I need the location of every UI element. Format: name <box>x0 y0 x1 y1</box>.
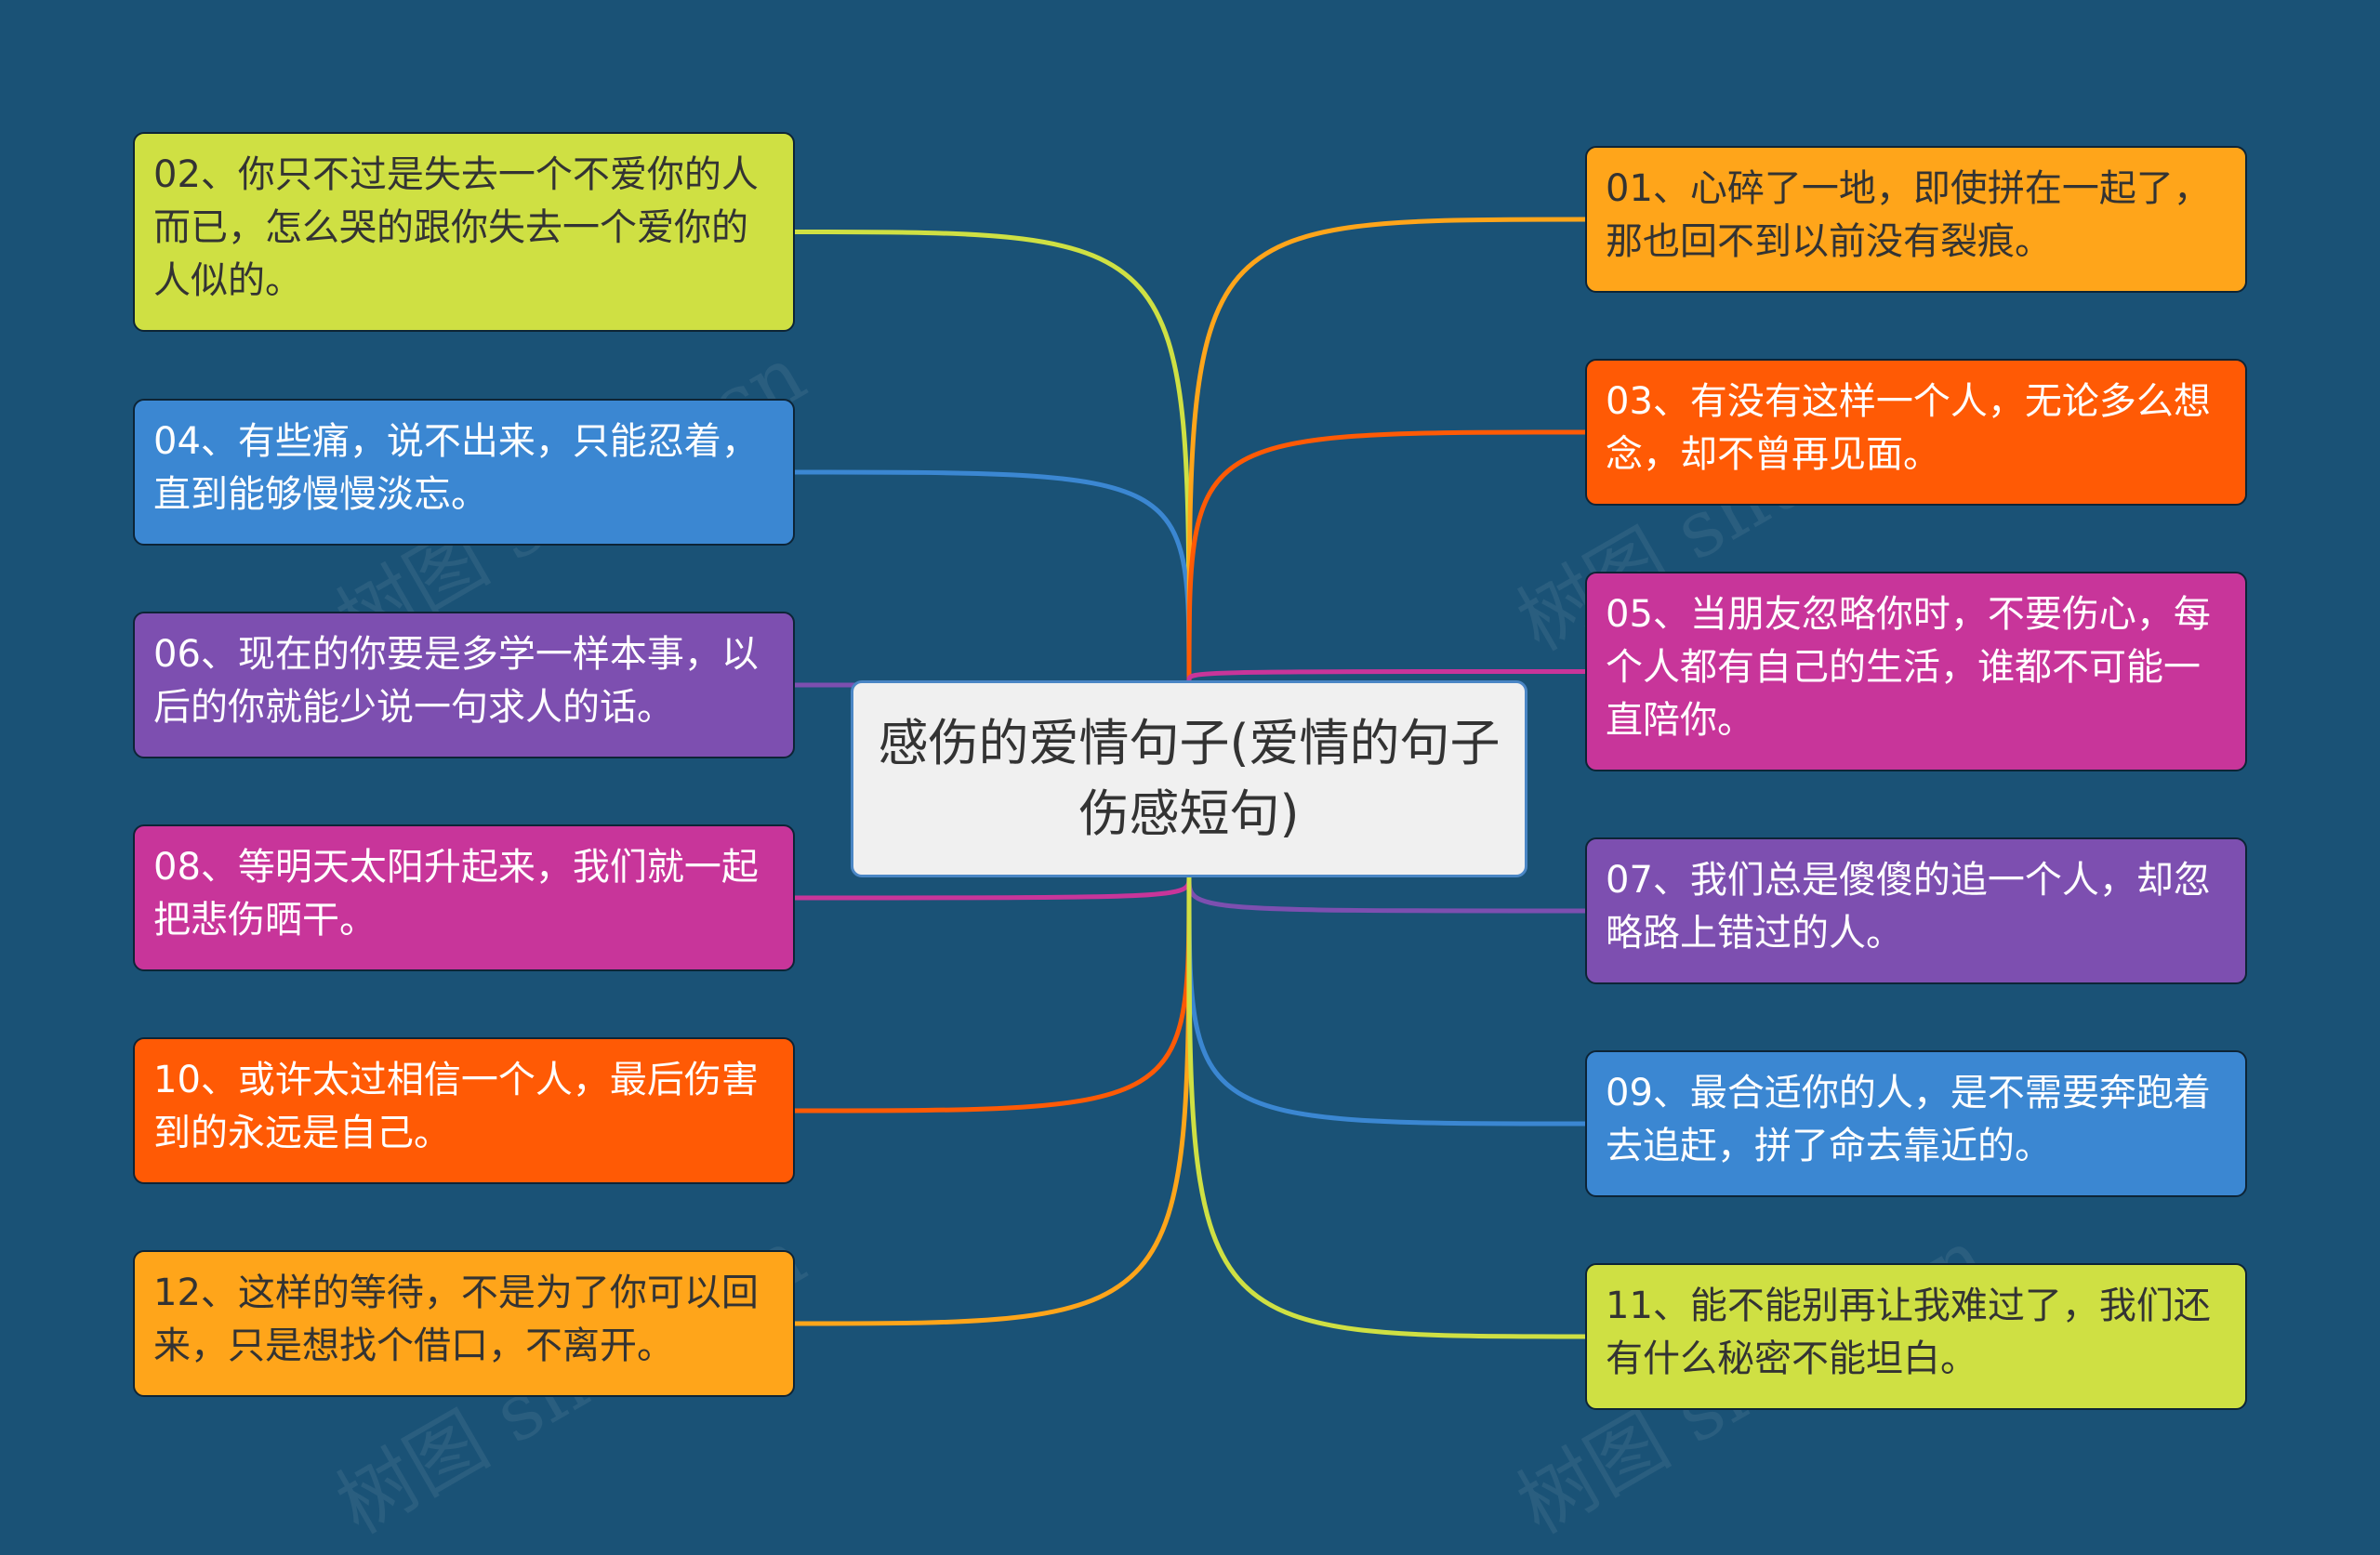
topic-text: 12、这样的等待，不是为了你可以回来，只是想找个借口，不离开。 <box>153 1272 759 1367</box>
connector-line <box>1186 876 1586 1127</box>
topic-text: 04、有些痛，说不出来，只能忍着，直到能够慢慢淡忘。 <box>153 420 759 516</box>
connector-line <box>1186 669 1586 681</box>
topic-node-09[interactable]: 09、最合适你的人，是不需要奔跑着去追赶，拼了命去靠近的。 <box>1585 1050 2247 1197</box>
topic-node-10[interactable]: 10、或许太过相信一个人，最后伤害到的永远是自己。 <box>133 1037 795 1184</box>
topic-text: 01、心碎了一地，即使拼在一起了，那也回不到以前没有裂痕。 <box>1606 167 2211 263</box>
topic-node-07[interactable]: 07、我们总是傻傻的追一个人，却忽略路上错过的人。 <box>1585 837 2247 984</box>
central-topic[interactable]: 感伤的爱情句子(爱情的句子伤感短句) <box>851 680 1527 877</box>
central-topic-text: 感伤的爱情句子(爱情的句子伤感短句) <box>878 714 1501 843</box>
topic-text: 10、或许太过相信一个人，最后伤害到的永远是自己。 <box>153 1059 759 1154</box>
connector-line <box>1186 876 1586 1339</box>
topic-text: 07、我们总是傻傻的追一个人，却忽略路上错过的人。 <box>1606 859 2211 955</box>
topic-node-02[interactable]: 02、你只不过是失去一个不爱你的人而已，怎么哭的跟你失去一个爱你的人似的。 <box>133 132 795 332</box>
topic-text: 09、最合适你的人，是不需要奔跑着去追赶，拼了命去靠近的。 <box>1606 1072 2211 1167</box>
topic-node-12[interactable]: 12、这样的等待，不是为了你可以回来，只是想找个借口，不离开。 <box>133 1250 795 1397</box>
topic-node-05[interactable]: 05、当朋友忽略你时，不要伤心，每个人都有自己的生活，谁都不可能一直陪你。 <box>1585 572 2247 771</box>
topic-text: 03、有没有这样一个人，无论多么想念，却不曾再见面。 <box>1606 380 2211 476</box>
topic-text: 11、能不能别再让我难过了，我们还有什么秘密不能坦白。 <box>1606 1285 2211 1380</box>
topic-node-11[interactable]: 11、能不能别再让我难过了，我们还有什么秘密不能坦白。 <box>1585 1263 2247 1410</box>
connector-line <box>794 876 1192 1326</box>
topic-node-03[interactable]: 03、有没有这样一个人，无论多么想念，却不曾再见面。 <box>1585 359 2247 506</box>
topic-text: 08、等明天太阳升起来，我们就一起把悲伤晒干。 <box>153 846 759 942</box>
connector-line <box>794 876 1192 901</box>
connector-line <box>794 230 1192 681</box>
topic-text: 05、当朋友忽略你时，不要伤心，每个人都有自己的生活，谁都不可能一直陪你。 <box>1606 593 2211 742</box>
topic-node-08[interactable]: 08、等明天太阳升起来，我们就一起把悲伤晒干。 <box>133 824 795 971</box>
connector-line <box>794 469 1192 681</box>
connector-line <box>1186 217 1586 681</box>
topic-text: 02、你只不过是失去一个不爱你的人而已，怎么哭的跟你失去一个爱你的人似的。 <box>153 153 759 302</box>
topic-text: 06、现在的你要是多学一样本事，以后的你就能少说一句求人的话。 <box>153 633 759 729</box>
topic-node-01[interactable]: 01、心碎了一地，即使拼在一起了，那也回不到以前没有裂痕。 <box>1585 146 2247 293</box>
connector-line <box>794 876 1192 1114</box>
connector-line <box>1186 429 1586 681</box>
topic-node-06[interactable]: 06、现在的你要是多学一样本事，以后的你就能少说一句求人的话。 <box>133 612 795 758</box>
topic-node-04[interactable]: 04、有些痛，说不出来，只能忍着，直到能够慢慢淡忘。 <box>133 399 795 546</box>
connector-line <box>1186 876 1586 914</box>
